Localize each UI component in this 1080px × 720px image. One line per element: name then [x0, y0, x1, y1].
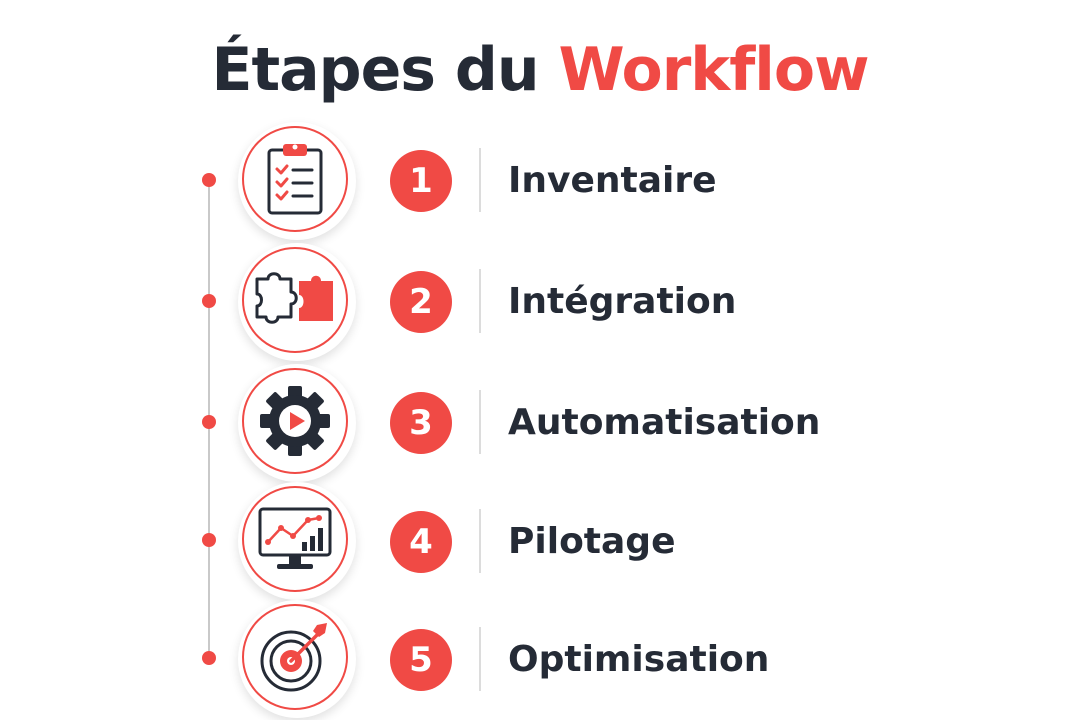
step-5-label: Optimisation — [508, 639, 770, 680]
step-1-separator — [479, 148, 481, 212]
step-1-icon-circle — [238, 122, 356, 240]
step-5-icon-circle — [238, 600, 356, 718]
step-4-label: Pilotage — [508, 521, 676, 562]
step-1-label: Inventaire — [508, 160, 717, 201]
timeline-dot-2 — [202, 294, 216, 308]
target-arrow-icon — [260, 623, 327, 692]
step-1-number-badge: 1 — [390, 150, 452, 212]
timeline-dot-3 — [202, 415, 216, 429]
step-3-separator — [479, 390, 481, 454]
timeline-dot-5 — [202, 651, 216, 665]
step-2-number-badge: 2 — [390, 271, 452, 333]
step-3-label: Automatisation — [508, 402, 821, 443]
timeline-dot-4 — [202, 533, 216, 547]
title-part-2: Workflow — [558, 35, 869, 105]
step-2-icon-circle — [238, 243, 356, 361]
timeline-dot-1 — [202, 173, 216, 187]
step-2-separator — [479, 269, 481, 333]
step-3-icon-circle — [238, 364, 356, 482]
step-3-number-badge: 3 — [390, 392, 452, 454]
monitor-chart-icon — [258, 507, 332, 569]
clipboard-checklist-icon — [267, 144, 323, 215]
step-4-separator — [479, 509, 481, 573]
step-4-icon-circle — [238, 482, 356, 600]
page-title: Étapes du Workflow — [0, 30, 1080, 110]
gear-play-icon — [260, 386, 330, 456]
puzzle-pieces-icon — [255, 272, 333, 324]
step-4-number-badge: 4 — [390, 511, 452, 573]
title-part-1: Étapes du — [211, 35, 539, 105]
step-5-separator — [479, 627, 481, 691]
step-2-label: Intégration — [508, 281, 737, 322]
step-5-number-badge: 5 — [390, 629, 452, 691]
